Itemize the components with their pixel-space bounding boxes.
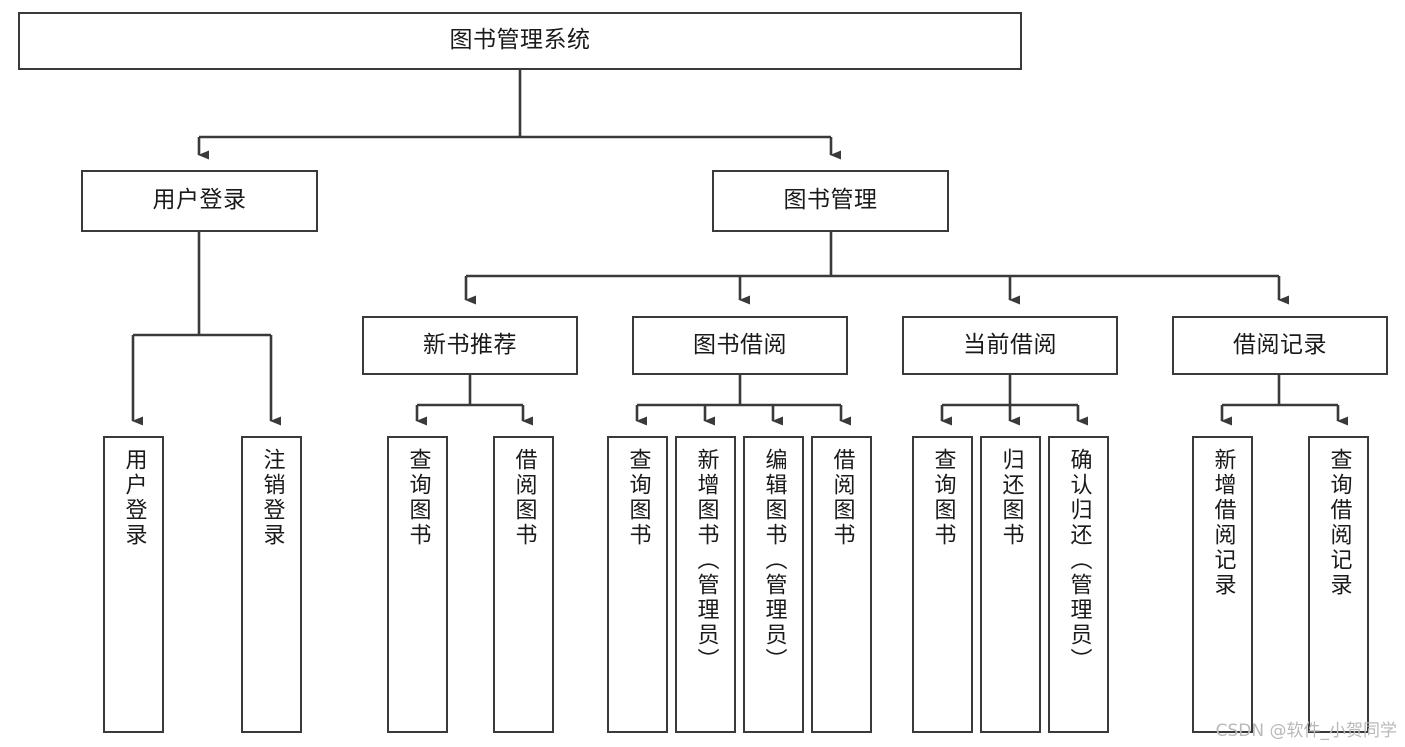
node-leaf-confirm-return-label: 确认归还（管理员）	[1066, 448, 1092, 673]
node-leaf-borrow-book-1-label: 借阅图书	[511, 448, 537, 548]
node-book-manage[interactable]: 图书管理	[712, 170, 949, 232]
node-leaf-add-book-label: 新增图书（管理员）	[693, 448, 719, 673]
node-current-borrow-label: 当前借阅	[963, 331, 1057, 358]
node-current-borrow[interactable]: 当前借阅	[902, 316, 1118, 375]
node-leaf-edit-book-label: 编辑图书（管理员）	[761, 448, 787, 673]
node-leaf-add-record[interactable]: 新增借阅记录	[1192, 436, 1253, 733]
node-leaf-user-login-label: 用户登录	[121, 448, 147, 548]
node-borrow-record-label: 借阅记录	[1233, 331, 1327, 358]
node-user-login[interactable]: 用户登录	[81, 170, 318, 232]
node-user-login-label: 用户登录	[152, 187, 247, 214]
node-new-book-rec[interactable]: 新书推荐	[362, 316, 578, 375]
node-leaf-edit-book[interactable]: 编辑图书（管理员）	[743, 436, 804, 733]
node-leaf-query-book-3[interactable]: 查询图书	[912, 436, 973, 733]
node-book-borrow[interactable]: 图书借阅	[632, 316, 848, 375]
node-leaf-query-book-1-label: 查询图书	[405, 448, 431, 548]
node-leaf-user-login[interactable]: 用户登录	[103, 436, 164, 733]
node-leaf-add-record-label: 新增借阅记录	[1210, 448, 1236, 598]
node-leaf-borrow-book-2-label: 借阅图书	[829, 448, 855, 548]
node-leaf-borrow-book-2[interactable]: 借阅图书	[811, 436, 872, 733]
node-leaf-borrow-book-1[interactable]: 借阅图书	[493, 436, 554, 733]
node-leaf-query-record[interactable]: 查询借阅记录	[1308, 436, 1369, 733]
node-root[interactable]: 图书管理系统	[18, 12, 1022, 70]
node-leaf-query-book-2-label: 查询图书	[625, 448, 651, 548]
node-root-label: 图书管理系统	[449, 27, 591, 54]
csdn-watermark: CSDN @软件_小贺同学	[1215, 721, 1397, 741]
node-leaf-logout-label: 注销登录	[259, 448, 285, 548]
node-new-book-rec-label: 新书推荐	[423, 331, 517, 358]
node-leaf-add-book[interactable]: 新增图书（管理员）	[675, 436, 736, 733]
node-leaf-return-book-label: 归还图书	[998, 448, 1024, 548]
node-leaf-confirm-return[interactable]: 确认归还（管理员）	[1048, 436, 1109, 733]
node-leaf-query-book-3-label: 查询图书	[930, 448, 956, 548]
node-book-borrow-label: 图书借阅	[693, 331, 787, 358]
node-leaf-query-record-label: 查询借阅记录	[1326, 448, 1352, 598]
node-leaf-query-book-2[interactable]: 查询图书	[607, 436, 668, 733]
node-leaf-return-book[interactable]: 归还图书	[980, 436, 1041, 733]
node-leaf-query-book-1[interactable]: 查询图书	[387, 436, 448, 733]
node-leaf-logout[interactable]: 注销登录	[241, 436, 302, 733]
node-borrow-record[interactable]: 借阅记录	[1172, 316, 1388, 375]
node-book-manage-label: 图书管理	[783, 187, 878, 214]
